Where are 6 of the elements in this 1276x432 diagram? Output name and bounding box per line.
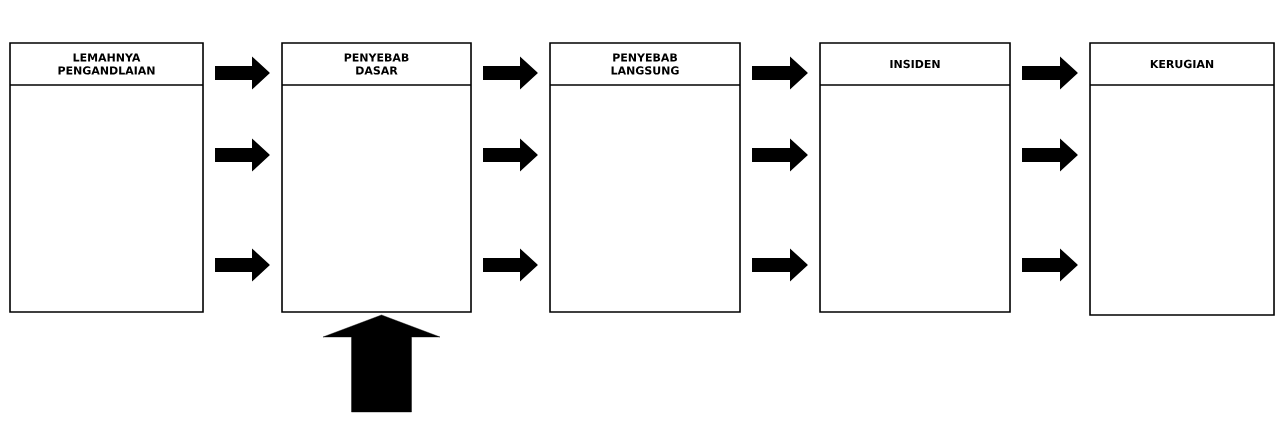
column-box: KERUGIAN [1089,42,1275,316]
column-box: PENYEBAB DASAR [281,42,472,313]
column-box: PENYEBAB LANGSUNG [549,42,741,313]
block-arrow [322,314,441,413]
column-box: INSIDEN [819,42,1011,313]
column-box: LEMAHNYA PENGANDLAIAN [9,42,204,313]
